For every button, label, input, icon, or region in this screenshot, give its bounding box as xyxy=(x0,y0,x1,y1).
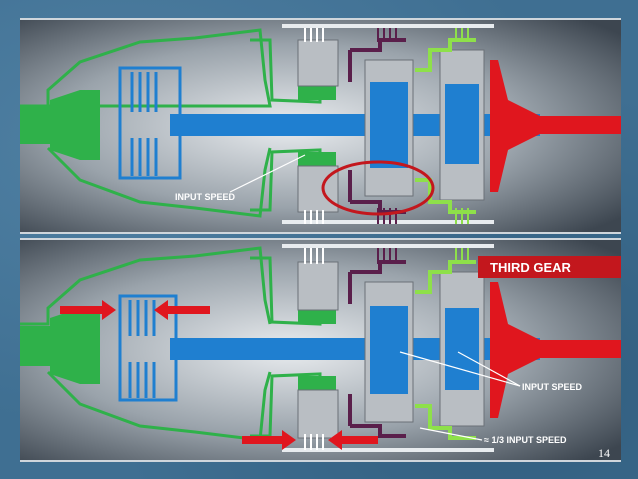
output-shaft xyxy=(490,60,621,192)
torque-converter-housing xyxy=(20,28,272,108)
diagram-panel-bottom: THIRD GEAR INPUT SPEED ≈ 1/3 INPUT SPEED xyxy=(20,238,621,462)
diagram-panel-top: INPUT SPEED xyxy=(20,18,621,234)
input-speed-label-bottom: INPUT SPEED xyxy=(522,382,583,392)
gear-title-banner xyxy=(478,256,621,278)
outer-drum-top xyxy=(282,24,494,28)
highlight-circle-icon xyxy=(321,160,435,216)
gear-title: THIRD GEAR xyxy=(490,260,572,275)
transmission-diagram-bottom: THIRD GEAR INPUT SPEED ≈ 1/3 INPUT SPEED xyxy=(20,240,621,460)
input-speed-label-top: INPUT SPEED xyxy=(175,192,236,202)
transmission-diagram-top: INPUT SPEED xyxy=(20,20,621,232)
third-input-speed-label: ≈ 1/3 INPUT SPEED xyxy=(484,435,567,445)
clutch-housing-1 xyxy=(297,39,339,87)
outer-drum-bottom xyxy=(282,220,494,224)
blue-clutch-pack xyxy=(118,66,182,180)
slide-number: 14 xyxy=(598,446,610,460)
apply-arrow-icon xyxy=(60,300,378,450)
planet-carrier xyxy=(348,38,406,214)
